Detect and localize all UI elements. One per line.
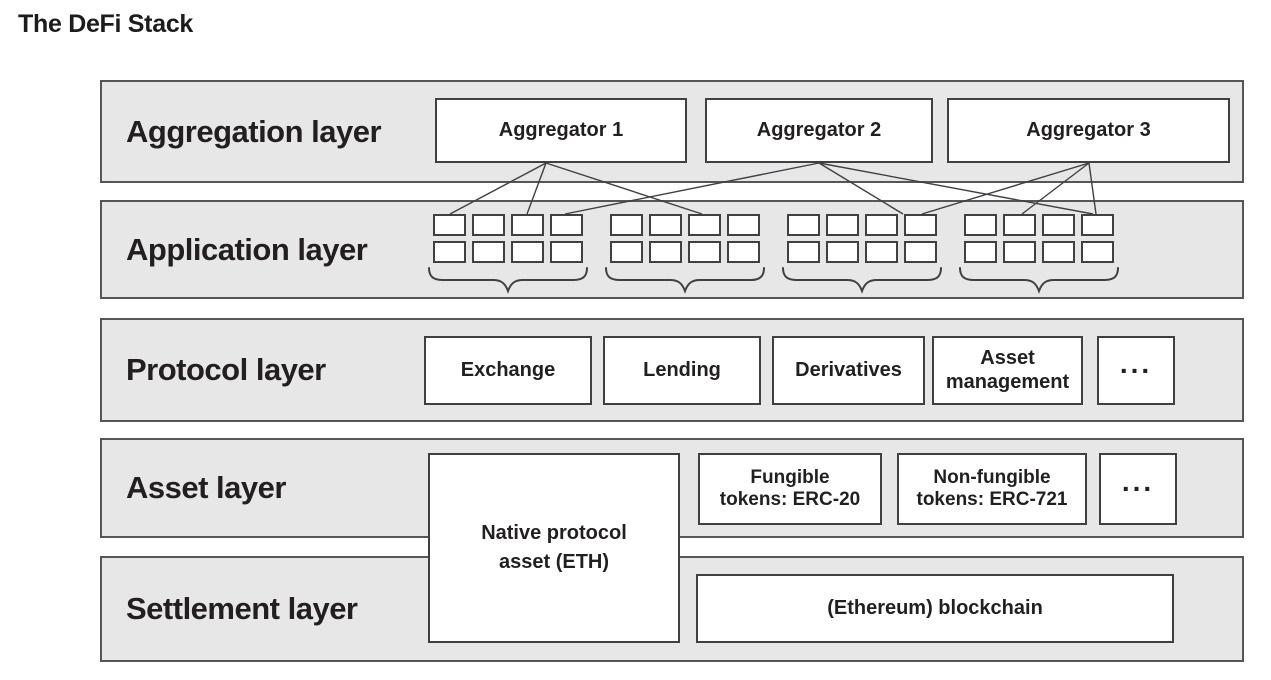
app-box (904, 241, 937, 263)
app-box (550, 241, 583, 263)
protocol-box-derivatives: Derivatives (772, 336, 925, 405)
app-box (472, 241, 505, 263)
native-asset-label: Native protocol (481, 522, 627, 544)
layer-band-protocol: Protocol layer Exchange Lending Derivati… (100, 318, 1244, 422)
app-box (1003, 241, 1036, 263)
layer-label-asset: Asset layer (126, 470, 286, 505)
app-box (964, 214, 997, 236)
protocol-box-label: Derivatives (795, 358, 902, 381)
app-box (433, 241, 466, 263)
protocol-box-exchange: Exchange (424, 336, 592, 405)
app-box (787, 214, 820, 236)
app-box (1081, 241, 1114, 263)
layer-label-aggregation: Aggregation layer (126, 113, 382, 149)
app-box (865, 241, 898, 263)
group-brace (428, 267, 588, 294)
protocol-box-label: Lending (643, 358, 721, 381)
group-brace (782, 267, 942, 294)
layer-label-protocol: Protocol layer (126, 352, 326, 387)
asset-box-fungible-tokens: Fungible tokens: ERC-20 (698, 453, 882, 525)
layer-label-application: Application layer (126, 231, 368, 267)
app-box (688, 241, 721, 263)
protocol-box-label: management (945, 370, 1070, 393)
asset-box-label: tokens: ERC-721 (916, 489, 1068, 510)
app-box (649, 241, 682, 263)
group-brace (959, 267, 1119, 294)
app-box (865, 214, 898, 236)
protocol-box-label: Exchange (460, 358, 556, 381)
asset-box-label: Non-fungible (933, 466, 1051, 488)
protocol-box-lending: Lending (603, 336, 761, 405)
asset-box-nonfungible-tokens: Non-fungible tokens: ERC-721 (897, 453, 1087, 525)
layer-band-application: Application layer (100, 200, 1244, 299)
blockchain-box: (Ethereum) blockchain (696, 574, 1174, 643)
app-box (511, 241, 544, 263)
app-box (727, 241, 760, 263)
app-box (826, 214, 859, 236)
aggregator-2-box: Aggregator 2 (705, 98, 933, 163)
layer-band-aggregation: Aggregation layer Aggregator 1 Aggregato… (100, 80, 1244, 183)
app-box (610, 214, 643, 236)
app-box (472, 214, 505, 236)
app-group-3 (782, 214, 942, 294)
layer-label-settlement: Settlement layer (126, 591, 358, 626)
asset-box-label: Fungible (750, 466, 830, 488)
native-protocol-asset-box: Native protocol asset (ETH) (428, 453, 680, 643)
asset-box-label: tokens: ERC-20 (719, 489, 861, 510)
app-box (649, 214, 682, 236)
app-box (433, 214, 466, 236)
app-box (511, 214, 544, 236)
app-box (964, 241, 997, 263)
app-box (610, 241, 643, 263)
app-box (787, 241, 820, 263)
app-box (1003, 214, 1036, 236)
app-box (826, 241, 859, 263)
aggregator-1-box: Aggregator 1 (435, 98, 687, 163)
protocol-box-label: Asset (980, 346, 1035, 369)
aggregator-3-box: Aggregator 3 (947, 98, 1230, 163)
app-group-4 (959, 214, 1119, 294)
blockchain-box-label: (Ethereum) blockchain (827, 596, 1043, 619)
protocol-box-ellipsis: ... (1097, 336, 1175, 405)
diagram-title: The DeFi Stack (18, 10, 194, 38)
app-box (550, 214, 583, 236)
app-box (1042, 214, 1075, 236)
app-box (1081, 214, 1114, 236)
app-group-1 (428, 214, 588, 294)
group-brace (605, 267, 765, 294)
protocol-box-asset-management: Asset management (932, 336, 1083, 405)
aggregator-2-label: Aggregator 2 (756, 118, 882, 141)
native-asset-label: asset (ETH) (498, 551, 610, 573)
asset-box-ellipsis: ... (1099, 453, 1177, 525)
app-box (688, 214, 721, 236)
app-box (727, 214, 760, 236)
aggregator-1-label: Aggregator 1 (498, 118, 624, 141)
aggregator-3-label: Aggregator 3 (1026, 118, 1151, 141)
app-group-2 (605, 214, 765, 294)
app-box (904, 214, 937, 236)
app-box (1042, 241, 1075, 263)
